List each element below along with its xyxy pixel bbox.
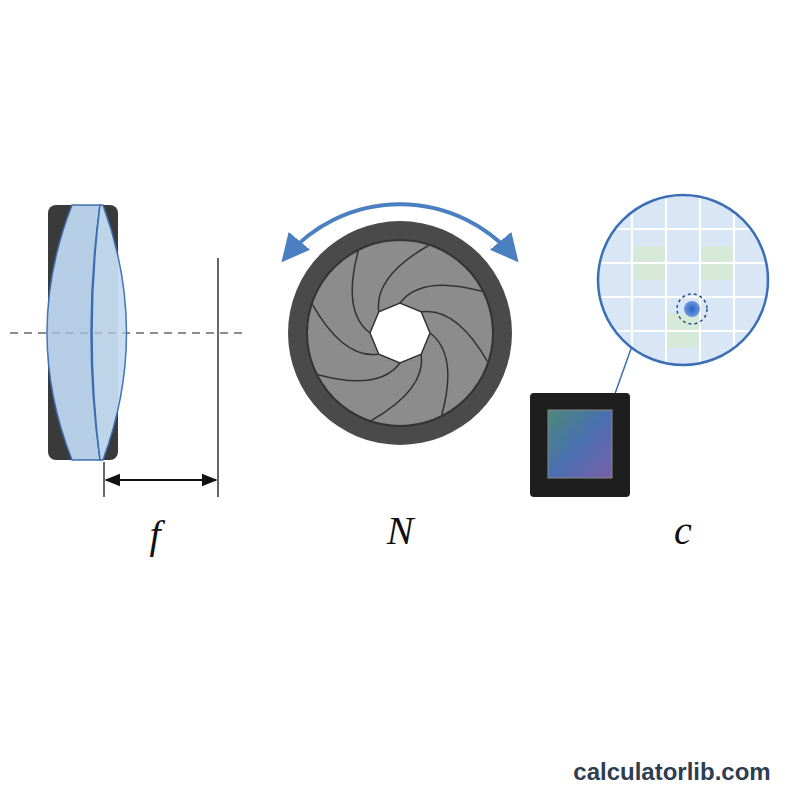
- blade-edge: [313, 305, 379, 355]
- blade-edge: [421, 311, 487, 361]
- sensor: [530, 190, 800, 497]
- aperture-blades: [307, 240, 493, 426]
- optical-axis: [10, 332, 245, 333]
- blade-edge: [430, 333, 448, 415]
- blade-edge: [378, 246, 428, 312]
- circle-of-confusion: [677, 294, 707, 324]
- magnifier-outline: [598, 195, 768, 365]
- dimension-tick: [103, 462, 105, 497]
- pixel-grid-line: [590, 262, 780, 264]
- lens: [10, 205, 245, 497]
- focal-length-dimension: [106, 479, 216, 481]
- focal-length-symbol: f: [149, 511, 160, 558]
- focal-plane-line: [217, 258, 219, 497]
- aperture: [285, 204, 515, 445]
- magnified-pixels: [598, 195, 768, 365]
- blade-edge: [372, 354, 422, 420]
- circle-of-confusion-symbol: c: [674, 507, 692, 554]
- pixel-grid-line: [665, 190, 667, 370]
- watermark: calculatorlib.com: [573, 758, 770, 786]
- blade-edge: [400, 285, 482, 303]
- blade-edge: [318, 363, 400, 381]
- aperture-ring: [288, 221, 512, 445]
- pixel-grid-line: [631, 190, 633, 370]
- sensor-area: [548, 410, 612, 478]
- optical-axis: [10, 332, 245, 334]
- pixel-grid-line: [733, 190, 735, 370]
- sensor-chip: [530, 393, 630, 497]
- blade-edge: [352, 251, 370, 333]
- f-number-symbol: N: [387, 507, 414, 554]
- blur-spot: [684, 301, 700, 317]
- pixel-grid-line: [590, 398, 780, 400]
- pixel-grid-line: [699, 190, 701, 370]
- aperture-opening: [370, 303, 430, 363]
